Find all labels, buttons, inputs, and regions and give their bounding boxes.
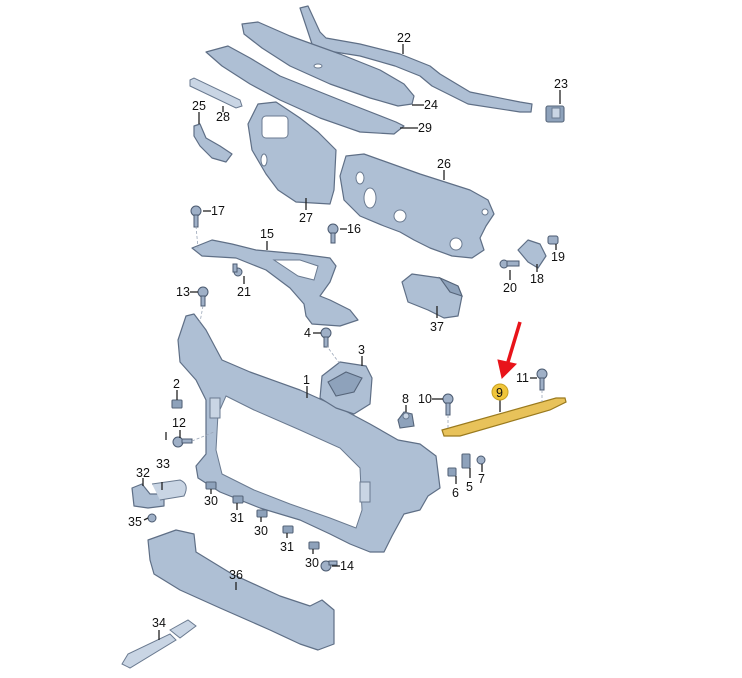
part-9-highlighted-strip[interactable] xyxy=(441,397,567,437)
label-8[interactable]: 8 xyxy=(402,392,409,406)
label-25[interactable]: 25 xyxy=(192,99,206,113)
part-20-bolt[interactable] xyxy=(499,259,520,269)
part-21-bolt[interactable] xyxy=(232,263,243,277)
part-19-nut[interactable] xyxy=(547,235,559,245)
label-7[interactable]: 7 xyxy=(478,472,485,486)
label-35[interactable]: 35 xyxy=(128,515,142,529)
label-20[interactable]: 20 xyxy=(503,281,517,295)
part-22-rail[interactable] xyxy=(299,5,533,113)
label-32[interactable]: 32 xyxy=(136,466,150,480)
label-37[interactable]: 37 xyxy=(430,320,444,334)
part-18-bracket[interactable] xyxy=(517,239,547,269)
part-5-clip[interactable] xyxy=(461,453,471,469)
part-30-clip-a[interactable] xyxy=(205,481,217,490)
label-12[interactable]: 12 xyxy=(172,416,186,430)
part-8-expansion-nut[interactable] xyxy=(397,411,415,429)
part-12-bolt[interactable] xyxy=(172,436,193,448)
label-1[interactable]: 1 xyxy=(303,373,310,387)
part-33-u-bolt[interactable] xyxy=(151,479,187,501)
part-1-lock-carrier[interactable] xyxy=(177,313,441,553)
part-13-bolt[interactable] xyxy=(197,286,209,307)
part-35-nut[interactable] xyxy=(147,513,157,523)
label-26[interactable]: 26 xyxy=(437,157,451,171)
part-26-insulation-right[interactable] xyxy=(339,153,495,259)
red-arrow-indicator xyxy=(497,321,522,379)
label-18[interactable]: 18 xyxy=(530,272,544,286)
part-30-clip-b[interactable] xyxy=(256,509,268,518)
label-28[interactable]: 28 xyxy=(216,110,230,124)
label-33[interactable]: 33 xyxy=(156,457,170,471)
label-9-highlighted[interactable]: 9 xyxy=(491,383,509,401)
part-36-bumper-beam[interactable] xyxy=(147,529,335,651)
label-29[interactable]: 29 xyxy=(418,121,432,135)
label-22[interactable]: 22 xyxy=(397,31,411,45)
part-34-towing-eye[interactable] xyxy=(121,619,197,669)
label-10[interactable]: 10 xyxy=(418,392,432,406)
label-36[interactable]: 36 xyxy=(229,568,243,582)
part-28-seal-strip[interactable] xyxy=(189,77,243,109)
label-31b[interactable]: 31 xyxy=(280,540,294,554)
part-17-bolt[interactable] xyxy=(190,205,202,228)
label-9[interactable]: 9 xyxy=(496,386,503,400)
label-3[interactable]: 3 xyxy=(358,343,365,357)
label-13[interactable]: 13 xyxy=(176,285,190,299)
part-4-bolt[interactable] xyxy=(320,327,332,348)
label-31a[interactable]: 31 xyxy=(230,511,244,525)
label-2[interactable]: 2 xyxy=(173,377,180,391)
label-34[interactable]: 34 xyxy=(152,616,166,630)
label-24[interactable]: 24 xyxy=(424,98,438,112)
part-37-module[interactable] xyxy=(401,273,463,319)
part-2-clip[interactable] xyxy=(171,399,183,409)
label-16[interactable]: 16 xyxy=(347,222,361,236)
label-17[interactable]: 17 xyxy=(211,204,225,218)
label-19[interactable]: 19 xyxy=(551,250,565,264)
part-3-mount-bracket[interactable] xyxy=(319,361,373,415)
part-27-insulation-left[interactable] xyxy=(247,101,337,205)
label-30c[interactable]: 30 xyxy=(305,556,319,570)
part-29-water-deflector[interactable] xyxy=(205,45,405,135)
part-10-bolt[interactable] xyxy=(442,393,454,416)
label-14[interactable]: 14 xyxy=(340,559,354,573)
part-30-clip-c[interactable] xyxy=(308,541,320,550)
label-30b[interactable]: 30 xyxy=(254,524,268,538)
part-6-clip[interactable] xyxy=(447,467,457,477)
label-21[interactable]: 21 xyxy=(237,285,251,299)
part-16-bolt[interactable] xyxy=(327,223,339,244)
part-23-clip[interactable] xyxy=(545,105,565,123)
label-27[interactable]: 27 xyxy=(299,211,313,225)
label-5[interactable]: 5 xyxy=(466,480,473,494)
part-31-clip-a[interactable] xyxy=(232,495,244,504)
label-11[interactable]: 11 xyxy=(516,371,529,385)
label-30a[interactable]: 30 xyxy=(204,494,218,508)
label-15[interactable]: 15 xyxy=(260,227,274,241)
part-7-nut[interactable] xyxy=(476,455,486,465)
part-15-support-bracket[interactable] xyxy=(191,239,359,327)
part-24-cowl-panel[interactable] xyxy=(241,21,415,107)
part-11-bolt[interactable] xyxy=(536,368,548,391)
label-6[interactable]: 6 xyxy=(452,486,459,500)
part-14-bolt[interactable] xyxy=(320,560,338,572)
label-23[interactable]: 23 xyxy=(554,77,568,91)
part-25-bracket[interactable] xyxy=(193,123,233,163)
part-labels: 22 23 24 29 25 28 27 26 17 16 15 21 13 4… xyxy=(128,31,568,630)
label-4[interactable]: 4 xyxy=(304,326,311,340)
part-31-clip-b[interactable] xyxy=(282,525,294,534)
